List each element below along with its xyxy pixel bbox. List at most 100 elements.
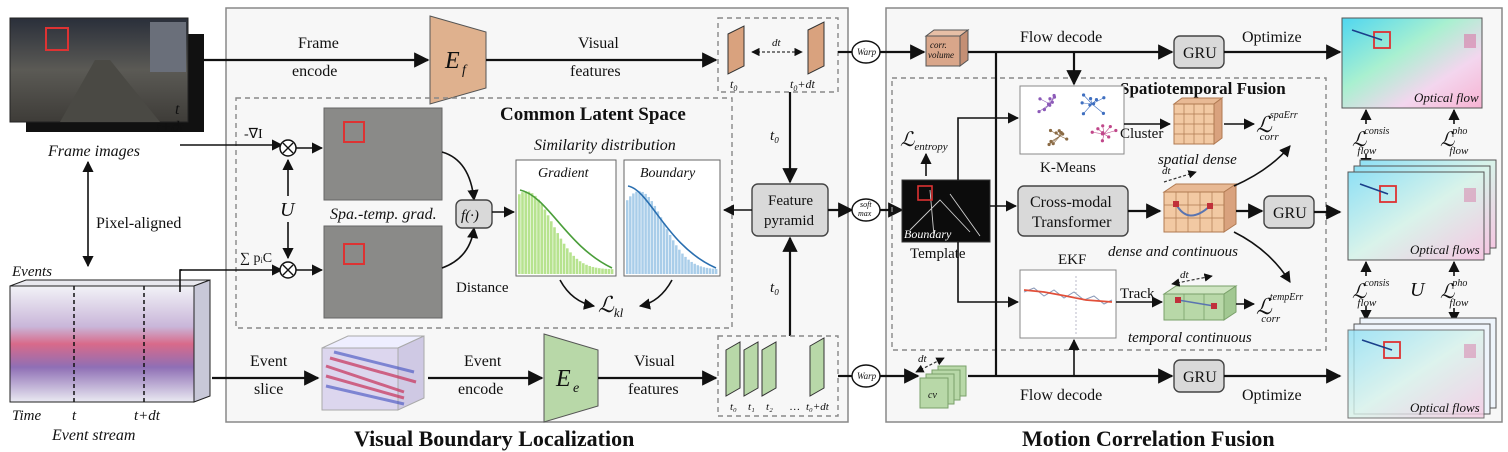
frame-encode-label-2: encode [292, 63, 337, 80]
hist-bar [550, 221, 553, 274]
ekf-plot [1019, 269, 1117, 339]
kmeans-point [1054, 131, 1058, 135]
t0-mid-label-1: t₀ [770, 128, 779, 144]
kmeans-point [1107, 135, 1111, 139]
ee-label: E [555, 366, 571, 392]
hist-bar [690, 261, 693, 274]
hist-bar [675, 245, 678, 274]
grad-top-to-f-arrow [441, 151, 479, 202]
spatial-grid-lines [1174, 104, 1214, 144]
hist-bar [534, 195, 537, 274]
boundary-to-kl-arrow [638, 279, 673, 310]
optical-flow-top: Optical flow [1341, 17, 1483, 109]
warp-top-label: Warp [857, 47, 877, 57]
distance-label: Distance [456, 280, 509, 296]
hist-bar [575, 258, 579, 274]
hist-bar [540, 204, 543, 274]
dt-cv-arrow [915, 357, 945, 373]
kmeans-link [1091, 97, 1104, 105]
boundary-tag: Boundary [904, 227, 952, 241]
spatial-dense-label: spatial dense [1158, 152, 1237, 168]
hist-bar [684, 256, 687, 274]
hist-bar [693, 263, 696, 274]
temporal-trajectory [1177, 299, 1215, 307]
kmeans-point [1048, 128, 1053, 133]
pixel-aligned-label: Pixel-aligned [96, 215, 181, 232]
event-volume-side [193, 279, 211, 403]
kmeans-link [1083, 103, 1093, 114]
kmeans-point [1094, 98, 1099, 102]
hist-bar [537, 199, 540, 274]
flow-sign-shape [1464, 34, 1476, 48]
cube-to-temperr-arrow [1233, 231, 1291, 283]
multiply-icon-top [282, 142, 294, 154]
gradient-to-kl-arrow [559, 279, 596, 310]
hist-bar [562, 243, 566, 274]
optimize-bot-label: Optimize [1242, 387, 1302, 404]
boundary-fit-curve [627, 185, 717, 269]
hist-bar [635, 191, 638, 274]
temporal-continuous-cubes [1162, 285, 1238, 321]
temporal-point-2 [1211, 303, 1217, 309]
hist-bar [601, 268, 604, 274]
hist-bar [653, 205, 657, 274]
dense-cube-trajectory [1175, 203, 1211, 217]
features-label-2: features [628, 381, 679, 398]
hist-bar [696, 265, 699, 274]
hist-bar [518, 194, 521, 274]
hist-bar [659, 217, 663, 274]
event-feature-1 [743, 341, 759, 397]
ekf-estimate [1023, 289, 1113, 303]
hist-bar [638, 191, 641, 274]
time-label: Time [12, 408, 42, 424]
kmeans-link [1050, 130, 1061, 137]
gru-mid-label: GRU [1273, 205, 1307, 222]
frame-images-group: t t+dt Frame images [9, 17, 204, 160]
hist-bar [687, 259, 690, 274]
hist-bar [553, 227, 556, 274]
cube-to-spaerr-arrow [1233, 145, 1291, 187]
cluster-label: Cluster [1120, 126, 1163, 142]
flow-decode-top-label: Flow decode [1020, 29, 1102, 46]
events-label: Events [11, 264, 52, 280]
event-feature-2 [761, 341, 777, 397]
spatial-grad-image-bottom [323, 225, 443, 319]
ekf-label: EKF [1058, 252, 1086, 268]
corr-volume-label-1: corr. [930, 40, 947, 50]
slice-events-red [325, 356, 417, 400]
hist-bar [610, 269, 614, 274]
optical-flows-bot-1 [1347, 329, 1485, 419]
optimize-top-label: Optimize [1242, 29, 1302, 46]
dt-track-label: dt [1180, 269, 1190, 281]
hist-bar [629, 196, 632, 274]
roi-box-grad-bottom [343, 243, 365, 265]
roi-box-grad-top [343, 121, 365, 143]
kmeans-point [1051, 142, 1055, 146]
kmeans-link [1091, 103, 1104, 114]
common-latent-title: Common Latent Space [500, 104, 686, 125]
corr-volume-label-2: volume [928, 50, 954, 60]
hist-bar [578, 261, 582, 274]
event-feature-tick-label: t₀+dt [806, 401, 830, 413]
optical-flows-middle: Optical flows [1347, 159, 1497, 261]
kmeans-point [1096, 127, 1100, 131]
hist-bar [524, 191, 527, 274]
boundary-label: Boundary [640, 166, 696, 181]
kmeans-point [1114, 128, 1118, 133]
roi-box-frame [45, 27, 69, 51]
road-shape [60, 60, 160, 122]
sum-pc-label: ∑ pᵢC [240, 251, 272, 266]
kmeans-point [1065, 137, 1069, 141]
hist-bar [626, 200, 629, 274]
temporal-point-1 [1175, 297, 1181, 303]
dt-cv-label: dt [918, 353, 928, 365]
template-to-kmeans-arrow [957, 112, 1020, 180]
kmeans-point [1088, 97, 1093, 101]
kmeans-point [1090, 130, 1094, 134]
event-slice-cube [321, 335, 425, 411]
hist-bar [681, 253, 684, 274]
hist-bar [598, 268, 601, 274]
temporal-cube-slices [1183, 294, 1205, 320]
kmeans-point [1038, 97, 1042, 101]
